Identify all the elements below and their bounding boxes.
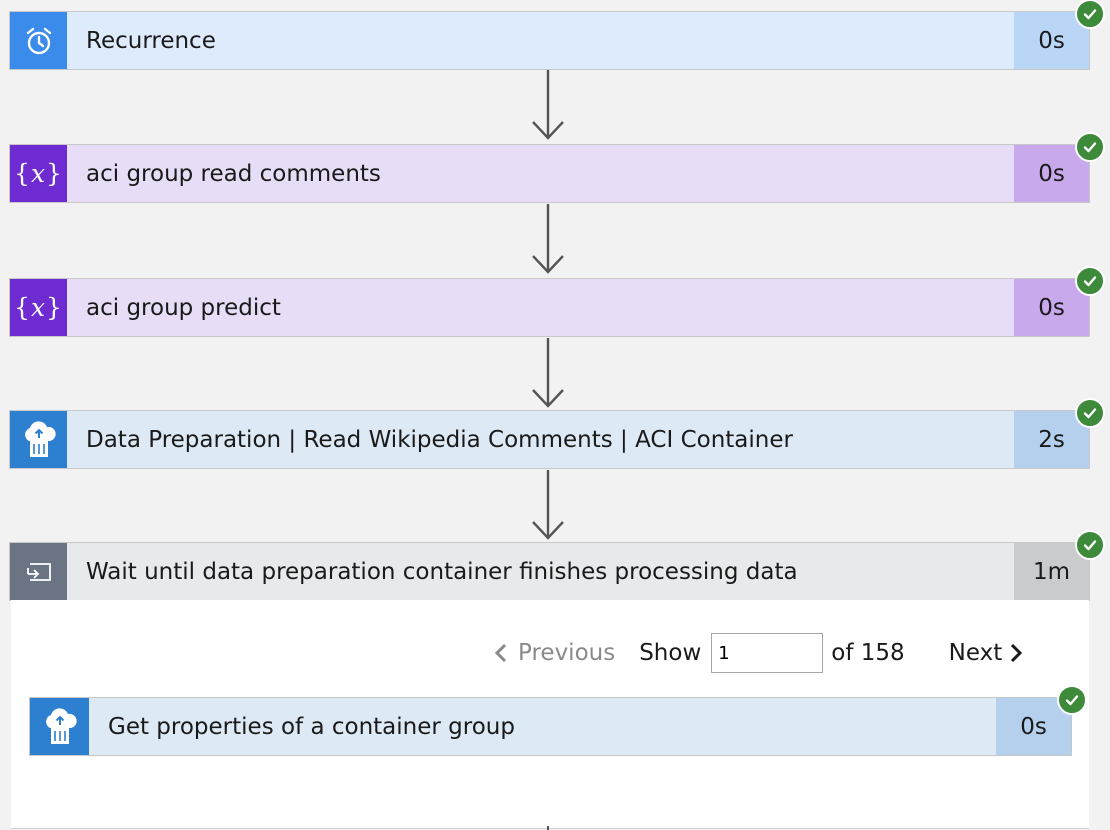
step-get-container-group-properties[interactable]: Get properties of a container group 0s: [29, 685, 1087, 756]
step-duration: 0s: [1014, 145, 1089, 202]
step-title: Data Preparation | Read Wikipedia Commen…: [86, 426, 793, 453]
page-number-input[interactable]: [711, 633, 824, 673]
loop-icon-box: [10, 543, 67, 600]
step-duration: 0s: [996, 698, 1071, 755]
page-count-label: of 158: [831, 640, 905, 666]
cloud-container-icon: [45, 707, 77, 744]
cloud-container-icon-box: [10, 411, 67, 468]
iteration-pager: Previous Show of 158 Next: [492, 632, 1026, 674]
variable-icon-box: {x}: [10, 279, 67, 336]
step-title: aci group predict: [86, 294, 281, 321]
cloud-container-icon-box: [30, 698, 89, 755]
step-title: aci group read comments: [86, 160, 381, 187]
previous-label: Previous: [518, 640, 616, 666]
success-check-icon: [1075, 398, 1105, 428]
step-title: Recurrence: [86, 27, 216, 54]
flow-arrow-icon: [532, 70, 564, 140]
show-label: Show: [639, 640, 702, 666]
success-check-icon: [1075, 0, 1105, 29]
cloud-container-icon: [24, 420, 56, 457]
chevron-right-icon: [1011, 643, 1023, 663]
alarm-clock-icon: [26, 27, 51, 54]
flow-arrow-icon: [532, 204, 564, 274]
chevron-left-icon: [494, 643, 507, 663]
flow-arrow-icon: [532, 338, 564, 408]
step-data-preparation[interactable]: Data Preparation | Read Wikipedia Commen…: [9, 398, 1105, 469]
step-aci-group-read-comments[interactable]: {x} aci group read comments 0s: [9, 132, 1105, 203]
step-title: Get properties of a container group: [108, 713, 515, 740]
next-button[interactable]: Next: [949, 640, 1027, 666]
flow-connector: [547, 826, 549, 830]
step-wait-until-loop[interactable]: Wait until data preparation container fi…: [9, 530, 1105, 601]
success-check-icon: [1075, 132, 1105, 162]
step-title: Wait until data preparation container fi…: [86, 558, 798, 585]
success-check-icon: [1057, 685, 1087, 715]
recurrence-icon-box: [10, 12, 67, 69]
previous-button[interactable]: Previous: [492, 640, 615, 666]
variable-icon: {x}: [14, 159, 63, 188]
flow-arrow-icon: [532, 470, 564, 540]
variable-icon-box: {x}: [10, 145, 67, 202]
next-label: Next: [948, 640, 1003, 666]
step-duration: 0s: [1014, 12, 1089, 69]
variable-icon: {x}: [14, 293, 63, 322]
success-check-icon: [1075, 266, 1105, 296]
success-check-icon: [1075, 530, 1105, 560]
step-aci-group-predict[interactable]: {x} aci group predict 0s: [9, 266, 1105, 337]
loop-icon: [26, 562, 51, 581]
step-recurrence[interactable]: Recurrence 0s: [9, 0, 1105, 70]
